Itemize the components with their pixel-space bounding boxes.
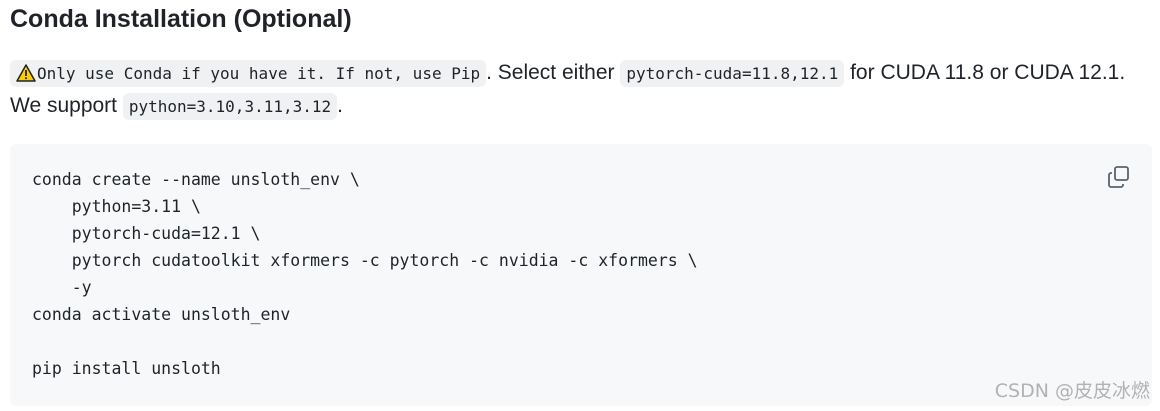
watermark: CSDN @皮皮冰燃 xyxy=(994,380,1150,402)
cuda-inline-code: pytorch-cuda=11.8,12.1 xyxy=(620,60,845,87)
warning-icon xyxy=(16,64,36,82)
intro-paragraph: Only use Conda if you have it. If not, u… xyxy=(10,57,1150,123)
copy-button[interactable] xyxy=(1104,162,1134,192)
warning-inline-code: Only use Conda if you have it. If not, u… xyxy=(10,60,487,87)
copy-icon xyxy=(1108,166,1129,188)
python-inline-code: python=3.10,3.11,3.12 xyxy=(122,93,338,120)
warning-text: Only use Conda if you have it. If not, u… xyxy=(37,64,481,83)
paragraph-text-3: . xyxy=(337,94,343,117)
paragraph-text-1: . Select either xyxy=(486,61,621,84)
code-block: conda create --name unsloth_env \ python… xyxy=(10,144,1152,406)
section-heading: Conda Installation (Optional) xyxy=(10,5,352,33)
paragraph-text-2: for CUDA 11.8 or CUDA 12.1. We support xyxy=(10,61,1126,117)
code-content[interactable]: conda create --name unsloth_env \ python… xyxy=(32,170,698,378)
